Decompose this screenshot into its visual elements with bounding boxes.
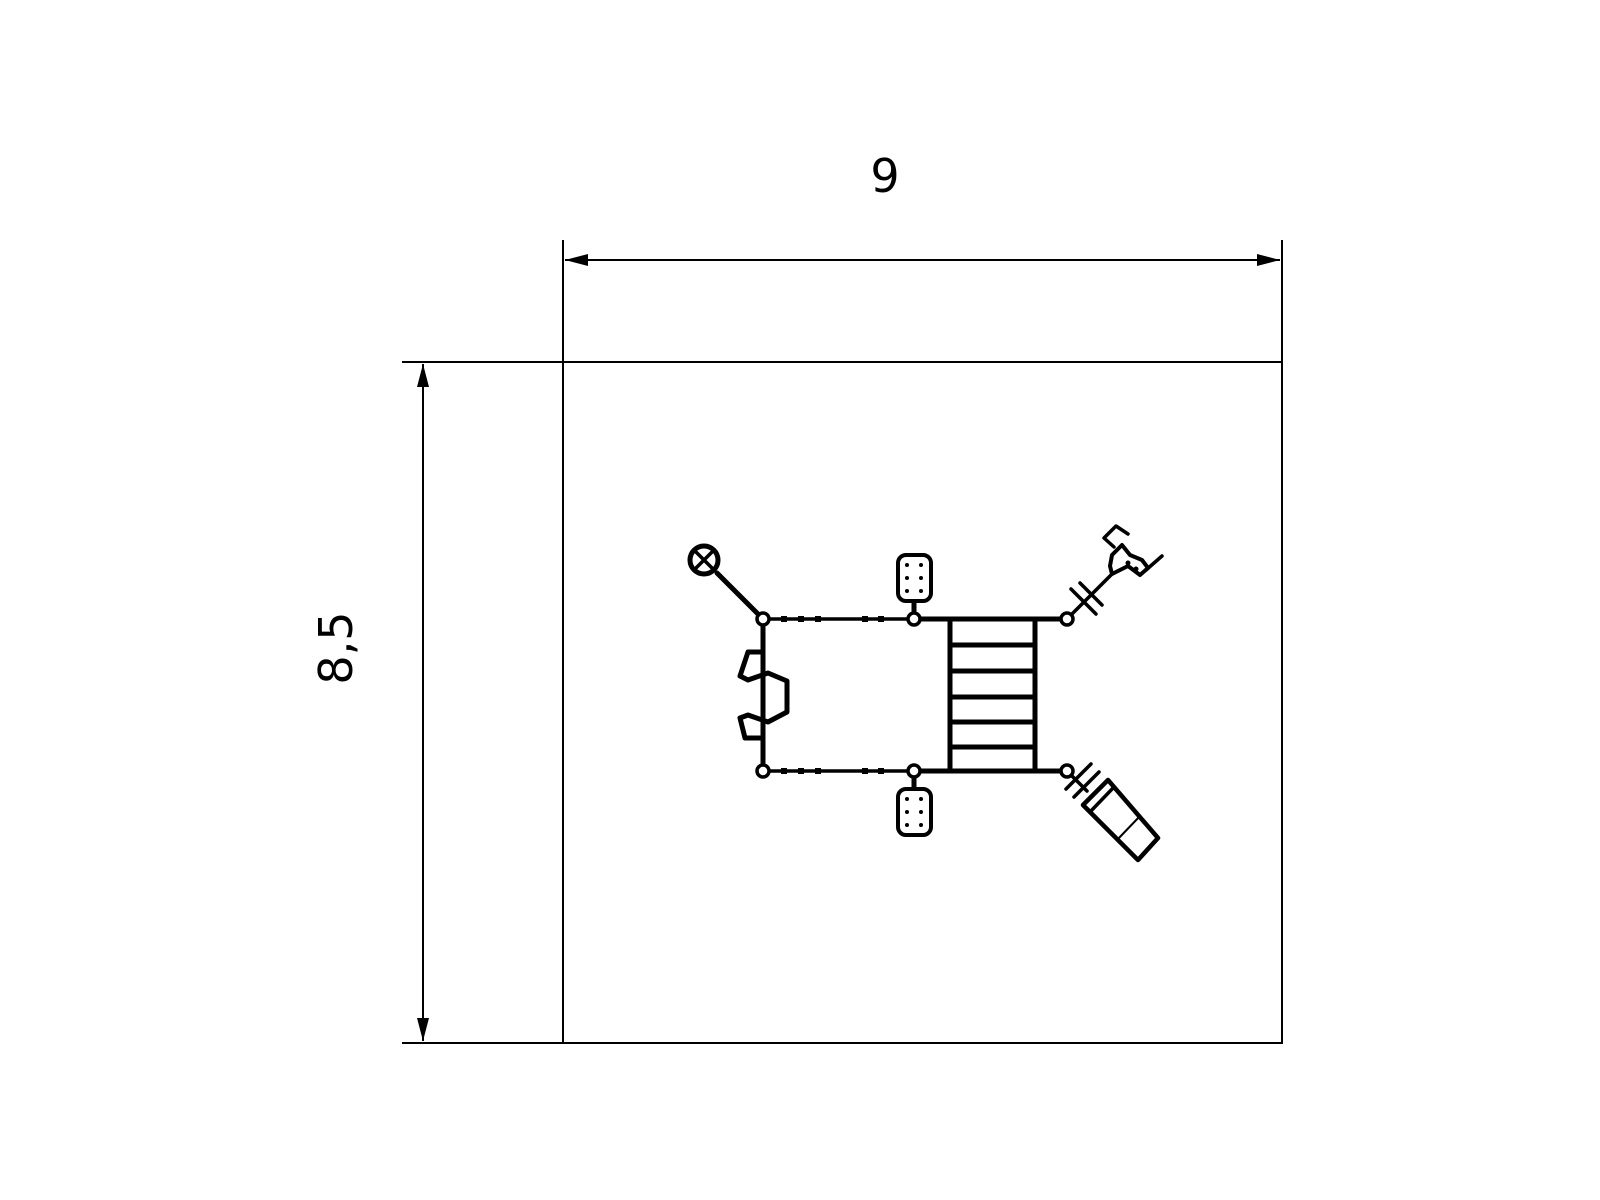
top-step-pod bbox=[896, 553, 933, 622]
rail-fasteners bbox=[781, 616, 884, 774]
play-structure bbox=[687, 524, 1164, 863]
width-arrow-left bbox=[565, 254, 588, 266]
ball-element bbox=[687, 543, 721, 577]
ladder bbox=[912, 616, 1070, 774]
height-label: 8,5 bbox=[309, 611, 363, 684]
top-right-climber bbox=[1065, 524, 1164, 621]
height-dimension: 8,5 bbox=[309, 361, 563, 1044]
bottom-right-slide bbox=[1064, 762, 1161, 863]
safety-area-boundary bbox=[562, 361, 1283, 1044]
width-label: 9 bbox=[870, 149, 899, 203]
bottom-step-pod bbox=[896, 768, 933, 837]
left-seat-panel bbox=[737, 649, 790, 741]
diagonal-arm bbox=[714, 570, 766, 622]
width-dimension: 9 bbox=[562, 149, 1283, 362]
joint-nodes bbox=[755, 611, 1075, 779]
height-arrow-top bbox=[417, 364, 429, 387]
width-arrow-right bbox=[1257, 254, 1280, 266]
height-arrow-bottom bbox=[417, 1018, 429, 1041]
